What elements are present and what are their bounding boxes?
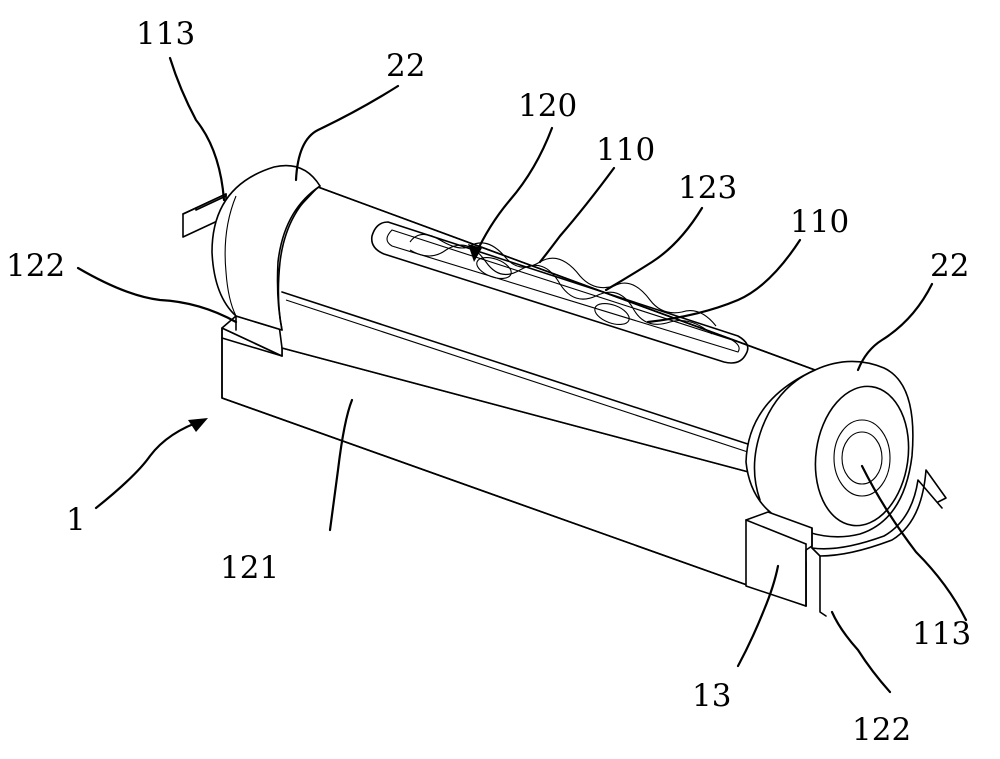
left-end-cap [211, 164, 321, 331]
label-13: 13 [692, 678, 731, 714]
label-122-bottom: 122 [852, 712, 911, 748]
leader-lines [76, 56, 968, 694]
left-shaft [182, 193, 227, 238]
right-end-cap [745, 360, 914, 538]
arrowhead-120 [468, 244, 482, 262]
label-121: 121 [220, 550, 279, 586]
label-22-left: 22 [386, 48, 425, 84]
label-122-left: 122 [6, 248, 65, 284]
arrowhead-1 [188, 418, 208, 432]
right-clip [745, 469, 947, 617]
label-110-a: 110 [596, 132, 655, 168]
label-22-right: 22 [930, 248, 969, 284]
label-120: 120 [518, 88, 577, 124]
label-113-right: 113 [912, 616, 971, 652]
label-123: 123 [678, 170, 737, 206]
label-113-top: 113 [136, 16, 195, 52]
reference-labels: 113 22 120 110 123 110 122 22 1 121 113 … [6, 16, 971, 748]
label-1: 1 [66, 502, 86, 538]
label-110-b: 110 [790, 204, 849, 240]
slot-window [370, 221, 749, 364]
